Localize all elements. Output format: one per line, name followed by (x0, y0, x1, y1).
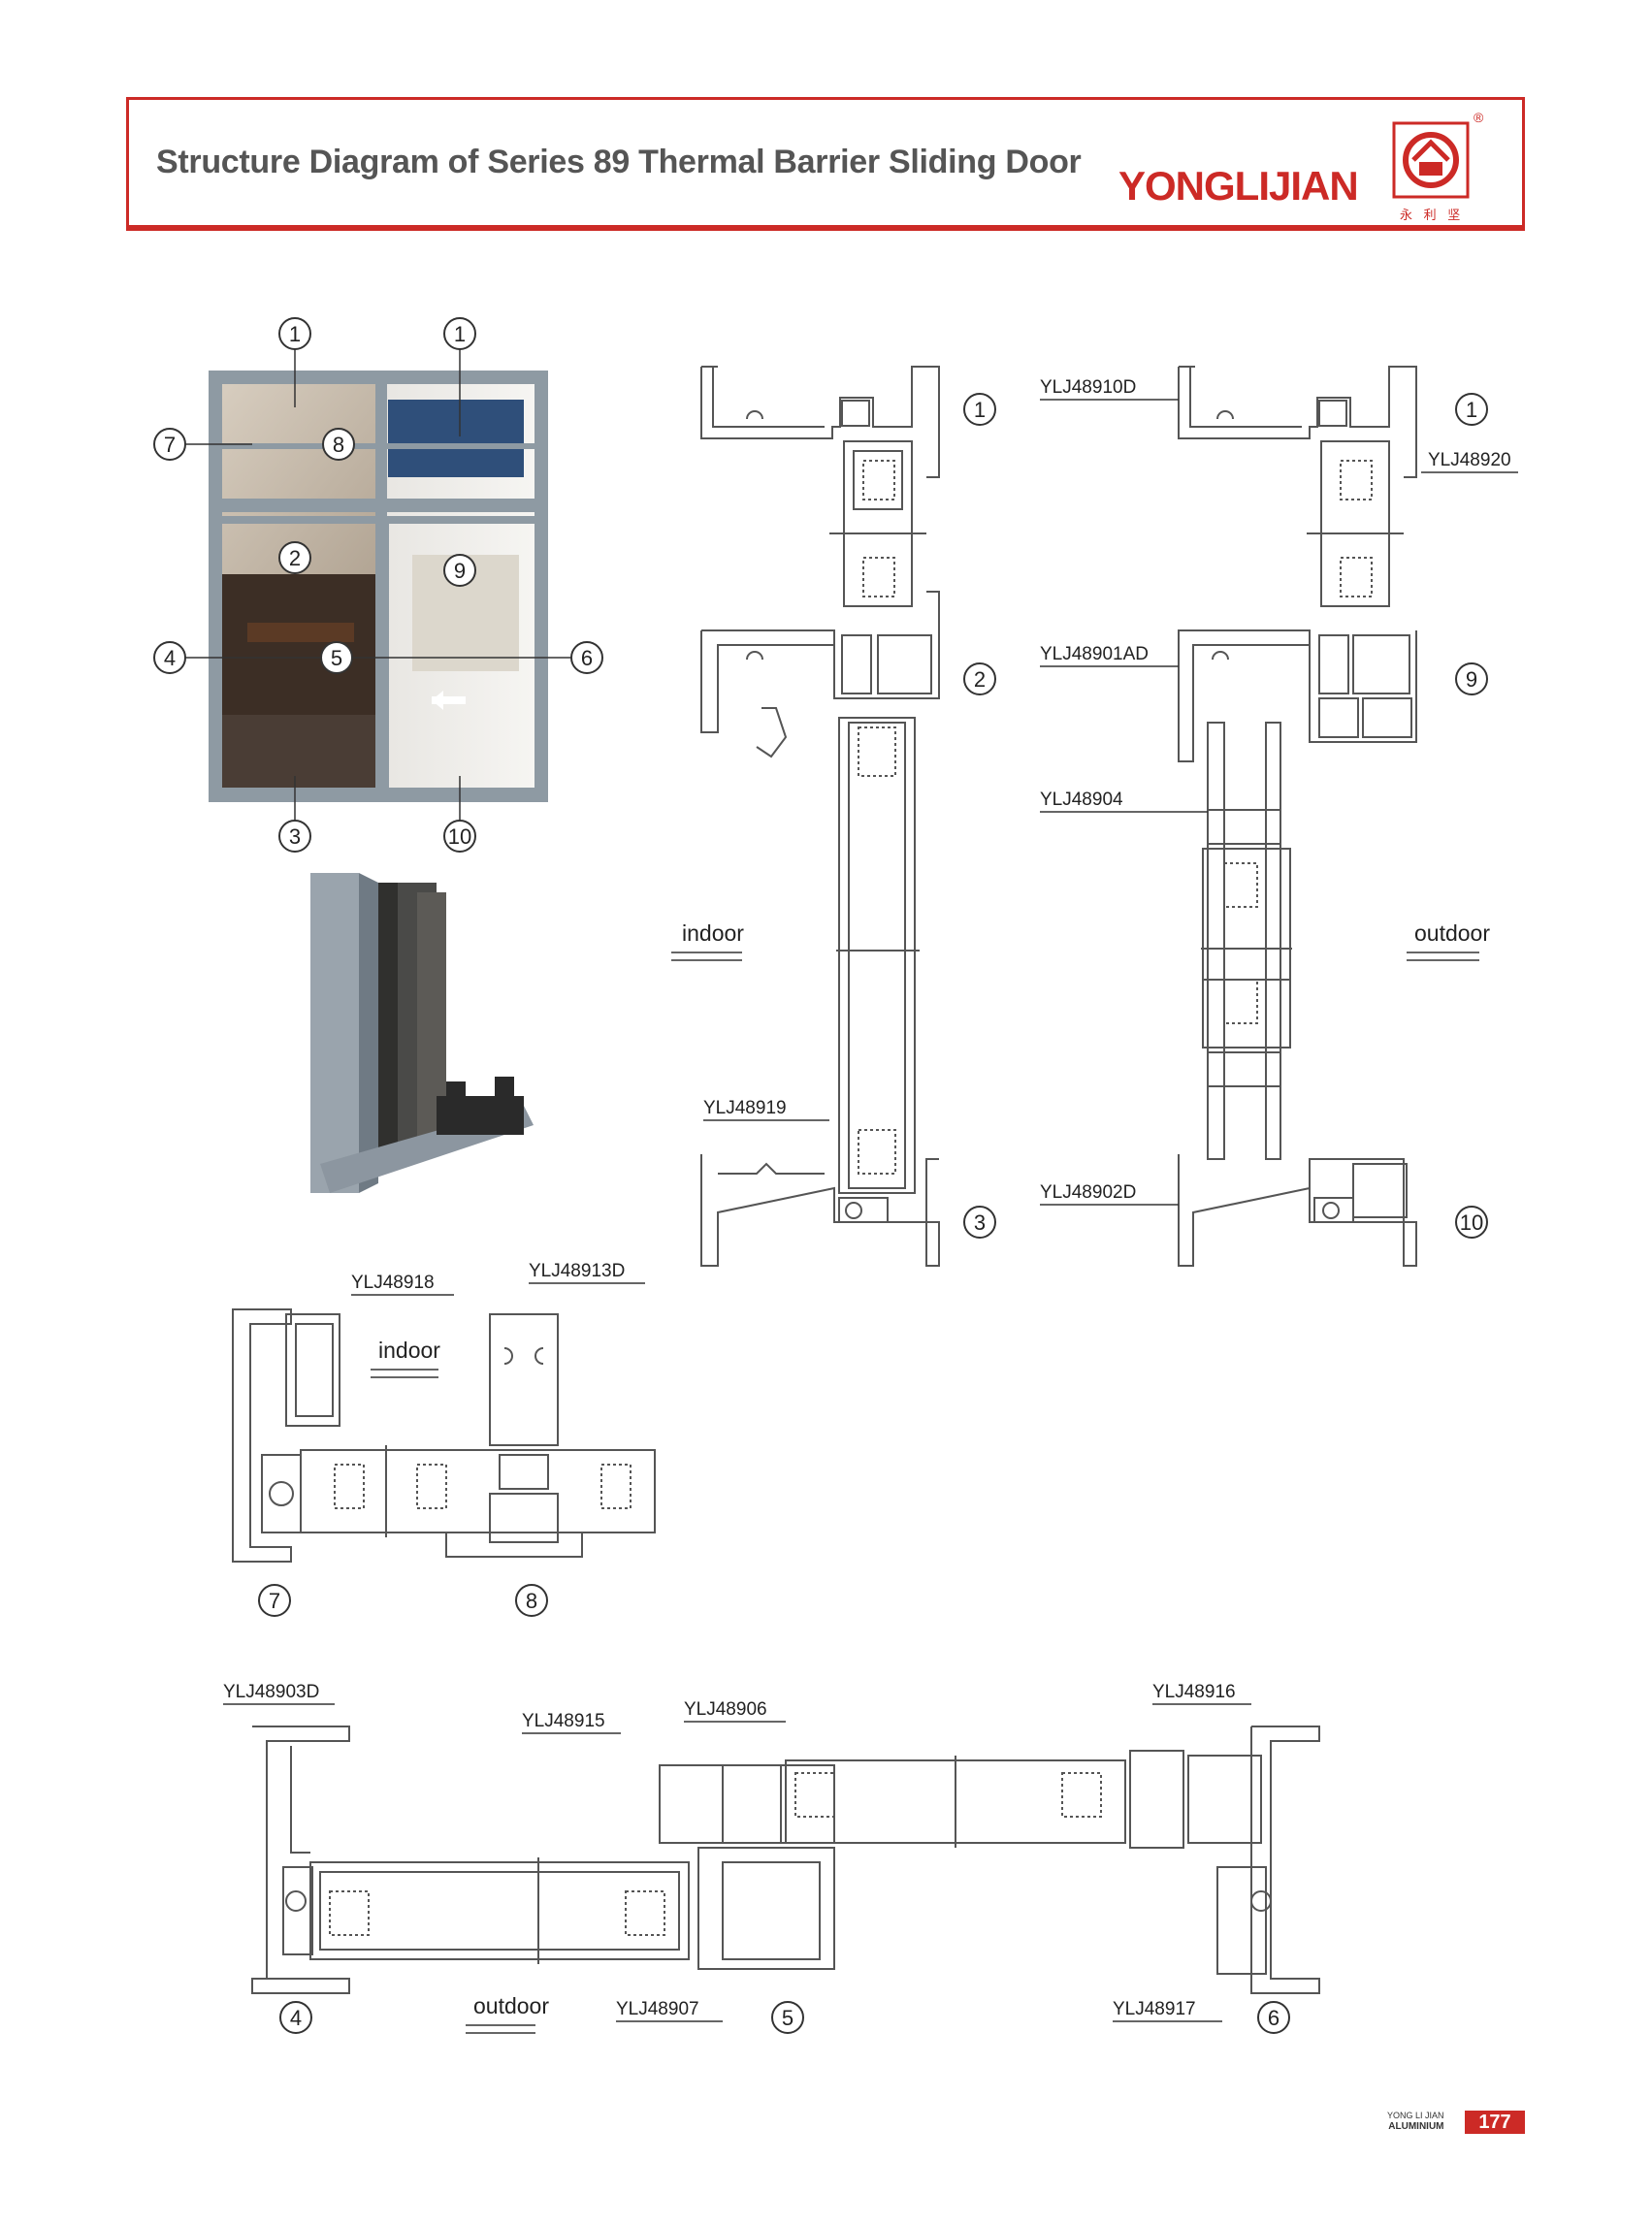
part-code: YLJ48916 (1152, 1682, 1236, 1702)
svg-text:3: 3 (974, 1210, 986, 1235)
svg-text:5: 5 (782, 2006, 794, 2030)
photo-callout: 1 (443, 317, 476, 350)
brand-name: YONGLIJIAN (1118, 163, 1359, 209)
brand-cn: 永 利 坚 (1400, 208, 1465, 222)
svg-text:3: 3 (289, 824, 301, 849)
photo-callout: 10 (443, 820, 476, 853)
svg-text:9: 9 (454, 559, 466, 583)
part-code: YLJ48907 (616, 1999, 699, 2019)
part-code: YLJ48903D (223, 1682, 319, 1702)
photo-callout: 2 (278, 541, 311, 574)
svg-text:6: 6 (581, 646, 593, 670)
section-number: 3 (963, 1206, 996, 1239)
photo-callout: 6 (570, 641, 603, 674)
svg-text:4: 4 (164, 646, 176, 670)
part-code: YLJ48906 (684, 1699, 767, 1720)
svg-text:2: 2 (974, 667, 986, 692)
svg-text:1: 1 (1466, 398, 1477, 422)
part-code: YLJ48904 (1040, 790, 1123, 810)
indoor-label: indoor (378, 1338, 440, 1363)
svg-text:5: 5 (331, 646, 342, 670)
section-number: 10 (1455, 1206, 1488, 1239)
svg-text:2: 2 (289, 546, 301, 570)
section-number: 6 (1257, 2001, 1290, 2034)
registered-mark: ® (1474, 110, 1484, 125)
brand-logo-icon (1392, 121, 1470, 199)
svg-text:4: 4 (290, 2006, 302, 2030)
section-number: 7 (258, 1584, 291, 1617)
svg-text:8: 8 (526, 1589, 537, 1613)
photo-callout: 4 (153, 641, 186, 674)
svg-text:7: 7 (269, 1589, 280, 1613)
section-number: 9 (1455, 662, 1488, 695)
photo-callout: 1 (278, 317, 311, 350)
photo-callout: 7 (153, 428, 186, 461)
outdoor-label: outdoor (1414, 920, 1490, 946)
section-number: 2 (963, 662, 996, 695)
part-code: YLJ48918 (351, 1273, 435, 1293)
svg-text:1: 1 (974, 398, 986, 422)
photo-callout: 8 (322, 428, 355, 461)
page-title: Structure Diagram of Series 89 Thermal B… (156, 144, 1082, 180)
footer-brand: YONG LI JIAN ALUMINIUM (1387, 2111, 1444, 2132)
svg-text:1: 1 (289, 322, 301, 346)
svg-text:7: 7 (164, 433, 176, 457)
horizontal-section-4-5-6 (251, 1726, 1320, 1994)
svg-text:1: 1 (454, 322, 466, 346)
section-number: 1 (1455, 393, 1488, 426)
svg-text:10: 10 (1460, 1210, 1483, 1235)
indoor-label: indoor (682, 920, 744, 946)
part-code: YLJ48920 (1428, 450, 1511, 470)
profile-3d-section (310, 873, 534, 1193)
section-number: 5 (771, 2001, 804, 2034)
part-code: YLJ48913D (529, 1261, 625, 1281)
part-code: YLJ48919 (703, 1098, 787, 1118)
photo-callout: 9 (443, 554, 476, 587)
page-header: Structure Diagram of Series 89 Thermal B… (126, 97, 1525, 231)
photo-callout: 3 (278, 820, 311, 853)
part-code: YLJ48901AD (1040, 644, 1149, 664)
section-number: 8 (515, 1584, 548, 1617)
horizontal-section-7-8 (232, 1308, 656, 1563)
section-number: 1 (963, 393, 996, 426)
page-number: 177 (1465, 2111, 1525, 2134)
part-code-labels: YLJ48910D YLJ48920 YLJ48901AD YLJ48904 Y… (223, 377, 1518, 2022)
svg-text:8: 8 (333, 433, 344, 457)
part-code: YLJ48910D (1040, 377, 1136, 398)
door-photo (209, 371, 548, 802)
photo-callout: 5 (320, 641, 353, 674)
section-number: 4 (279, 2001, 312, 2034)
vertical-section-1 (700, 366, 940, 1267)
outdoor-label: outdoor (473, 1993, 549, 2018)
part-code: YLJ48917 (1113, 1999, 1196, 2019)
svg-text:10: 10 (448, 824, 471, 849)
svg-text:9: 9 (1466, 667, 1477, 692)
svg-text:6: 6 (1268, 2006, 1279, 2030)
part-code: YLJ48915 (522, 1711, 605, 1731)
part-code: YLJ48902D (1040, 1182, 1136, 1203)
vertical-section-2 (1178, 366, 1417, 1267)
